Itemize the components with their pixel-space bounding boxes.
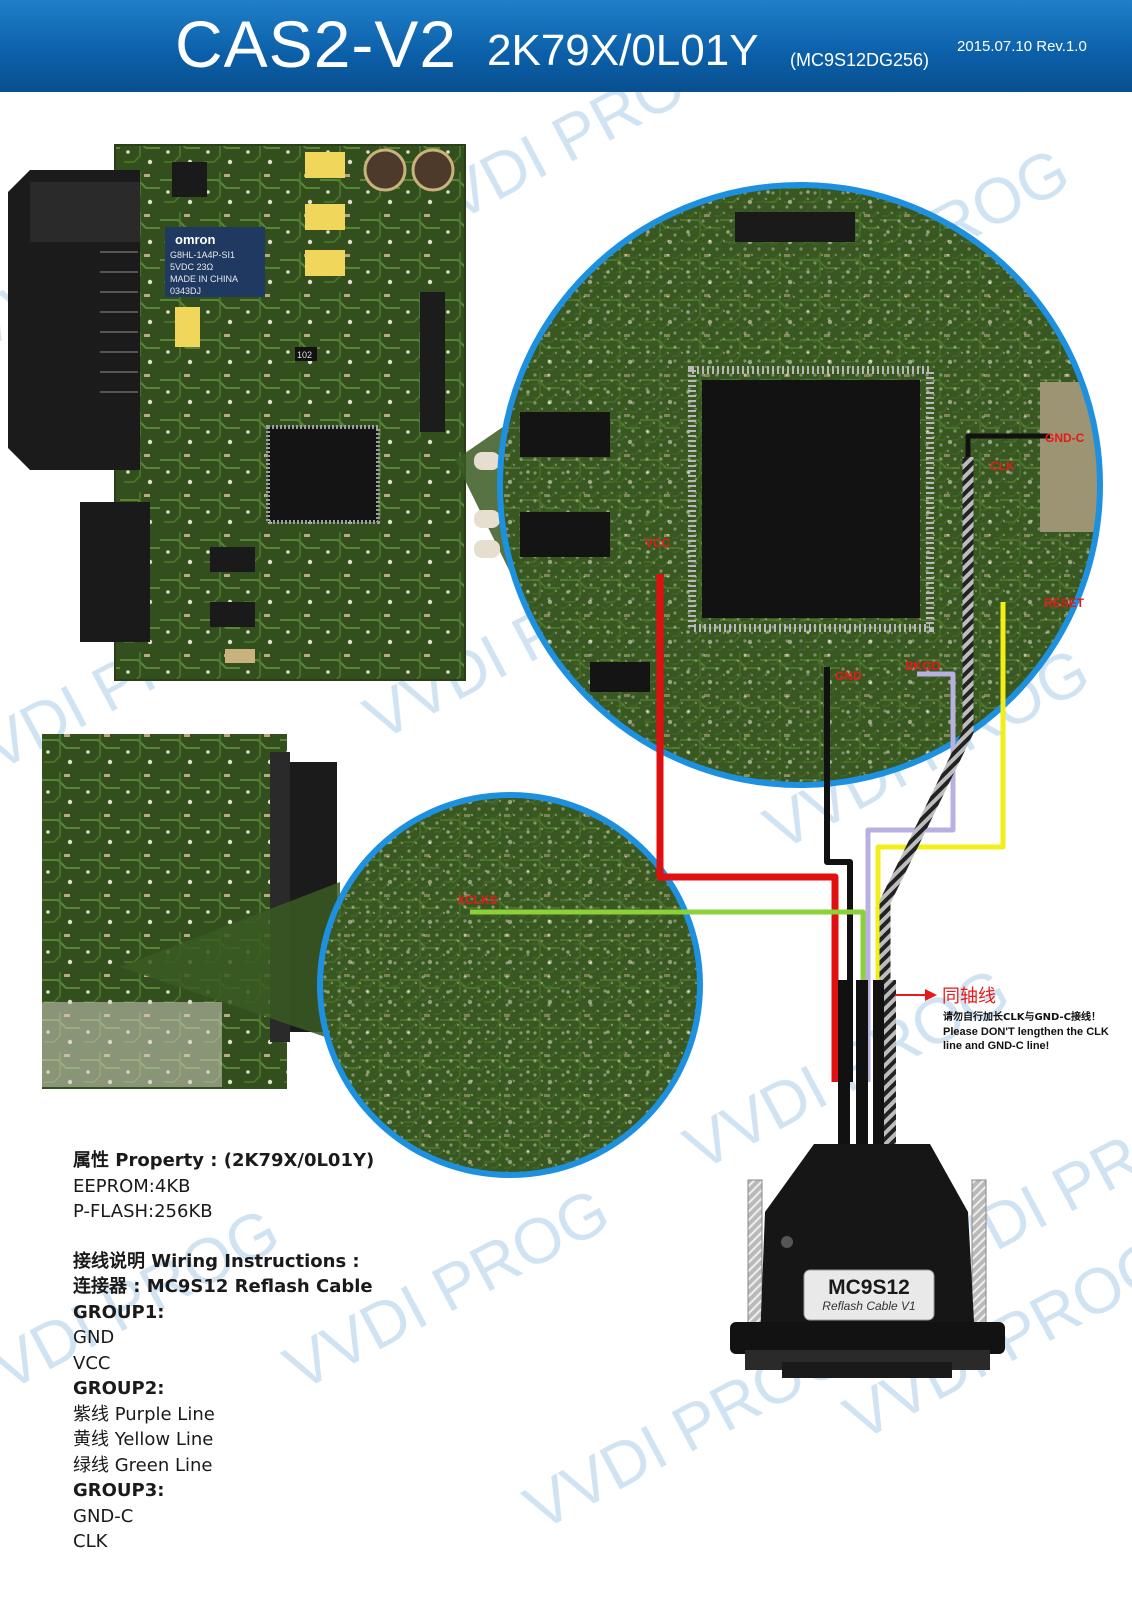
mc9s12-chip [702,380,920,618]
cable-bundle [838,980,896,1150]
top-pcb-board: omron G8HL-1A4P-SI1 5VDC 23Ω MADE IN CHI… [8,144,466,681]
group3-clk: CLK [73,1531,108,1552]
connector-subtitle: Reflash Cable V1 [822,1299,915,1313]
page-title: CAS2-V2 [175,7,458,81]
relay-marking: G8HL-1A4P-SI1 [170,250,235,260]
group2-yellow: 黄线 Yellow Line [73,1429,214,1450]
black-gndc-wire [965,433,1050,457]
red-vcc-wire [656,574,839,1082]
relay-brand: omron [175,232,216,247]
relay-component [165,227,265,297]
eeprom-size: EEPROM:4KB [73,1175,191,1197]
zoom-callout-bottom [120,882,340,1042]
label-xclks: XCLKS [457,893,498,907]
zoom-circle-main-chip [497,182,1103,788]
coax-note-cn: 请勿自行加长CLK与GND-C接线！ [943,1010,1101,1023]
part-number: 2K79X/0L01Y [487,26,759,75]
coax-title: 同轴线 [942,986,996,1007]
label-reset: RESET [1044,596,1085,610]
group3-gndc: GND-C [73,1505,134,1527]
group3-heading: GROUP3: [73,1480,165,1501]
relay-marking: MADE IN CHINA [170,274,238,284]
label-gnd-c: GND-C [1045,431,1085,445]
chip-marking: 102 [297,350,312,360]
connector-line: 连接器 : MC9S12 Reflash Cable [73,1276,373,1297]
zoom-circle-xclks [317,792,703,1178]
coax-note-en: Please DON'T lengthen the CLK [943,1026,1109,1038]
relay-marking: 0343DJ [170,286,201,296]
label-gnd: GND [835,669,862,683]
connector-name: MC9S12 [828,1276,910,1299]
label-clk: CLK [990,459,1015,473]
group2-green: 绿线 Green Line [73,1454,213,1476]
pflash-size: P-FLASH:256KB [73,1201,213,1222]
coax-warning: 同轴线 请勿自行加长CLK与GND-C接线！ Please DON'T leng… [895,986,1109,1052]
wiring-heading: 接线说明 Wiring Instructions : [73,1250,360,1272]
group1-heading: GROUP1: [73,1301,165,1323]
group2-purple: 紫线 Purple Line [73,1403,215,1425]
purple-bkgd-wire [865,671,956,1082]
header-banner: CAS2-V2 2K79X/0L01Y (MC9S12DG256) 2015.0… [0,0,1132,92]
yellow-reset-wire [875,602,1006,1082]
property-heading: 属性 Property : (2K79X/0L01Y) [73,1150,375,1171]
black-gnd-wire [824,667,853,1082]
group2-heading: GROUP2: [73,1378,165,1399]
mcu-model: (MC9S12DG256) [790,50,930,70]
info-panel: 属性 Property : (2K79X/0L01Y) EEPROM:4KB P… [73,1148,473,1555]
relay-marking: 5VDC 23Ω [170,262,214,272]
coax-note-en: line and GND-C line! [943,1040,1049,1052]
wiring-diagram: VVDI PROG VVDI PROG VVDI PROG VVDI PROG … [0,92,1132,1544]
group1-vcc: VCC [73,1352,111,1374]
label-bkgd: BKGD [905,659,941,673]
label-vcc: VCC [645,536,671,550]
mc9s12-reflash-connector: MC9S12 Reflash Cable V1 [730,1144,1005,1378]
group1-gnd: GND [73,1327,115,1348]
revision-label: 2015.07.10 Rev.1.0 [957,38,1087,55]
